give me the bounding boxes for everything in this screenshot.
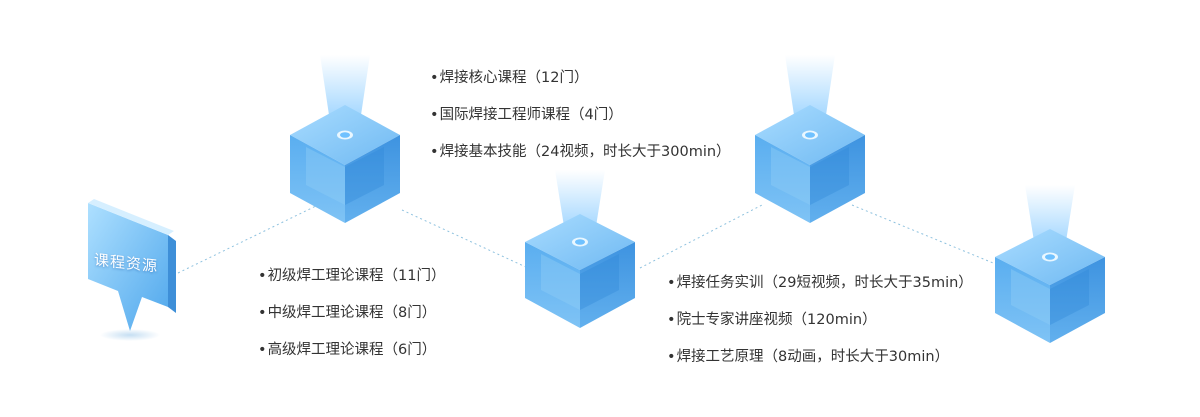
- cube-2: [515, 170, 645, 340]
- list-item: •国际焊接工程师课程（4门）: [430, 107, 623, 123]
- glowing-cube-icon: [290, 55, 400, 223]
- cube-4: [985, 185, 1115, 355]
- list-item: •高级焊工理论课程（6门）: [258, 342, 437, 358]
- connector-sign-cube1: [177, 204, 319, 274]
- list-top: •焊接核心课程（12门） •国际焊接工程师课程（4门） •焊接基本技能（24视频…: [430, 68, 731, 179]
- list-item: •院士专家讲座视频（120min）: [667, 312, 877, 328]
- glowing-cube-icon: [755, 55, 865, 223]
- sign-shape: [88, 199, 176, 341]
- course-resource-sign: 课程资源: [80, 195, 180, 345]
- connector-cube3-cube4: [851, 204, 999, 266]
- list-bottom-left: •初级焊工理论课程（11门） •中级焊工理论课程（8门） •高级焊工理论课程（6…: [258, 266, 446, 377]
- list-item: •焊接任务实训（29短视频，时长大于35min）: [667, 275, 973, 291]
- glowing-cube-icon: [525, 170, 635, 328]
- connector-cube1-cube2: [401, 209, 529, 269]
- cube-3: [745, 55, 875, 225]
- list-item: •中级焊工理论课程（8门）: [258, 305, 437, 321]
- list-item: •焊接工艺原理（8动画，时长大于30min）: [667, 349, 950, 365]
- list-item: •初级焊工理论课程（11门）: [258, 268, 446, 284]
- list-bottom-right: •焊接任务实训（29短视频，时长大于35min） •院士专家讲座视频（120mi…: [667, 273, 973, 384]
- list-item: •焊接核心课程（12门）: [430, 70, 589, 86]
- connector-cube2-cube3: [639, 204, 763, 269]
- list-item: •焊接基本技能（24视频，时长大于300min）: [430, 144, 731, 160]
- cube-1: [280, 55, 410, 225]
- glowing-cube-icon: [995, 185, 1105, 343]
